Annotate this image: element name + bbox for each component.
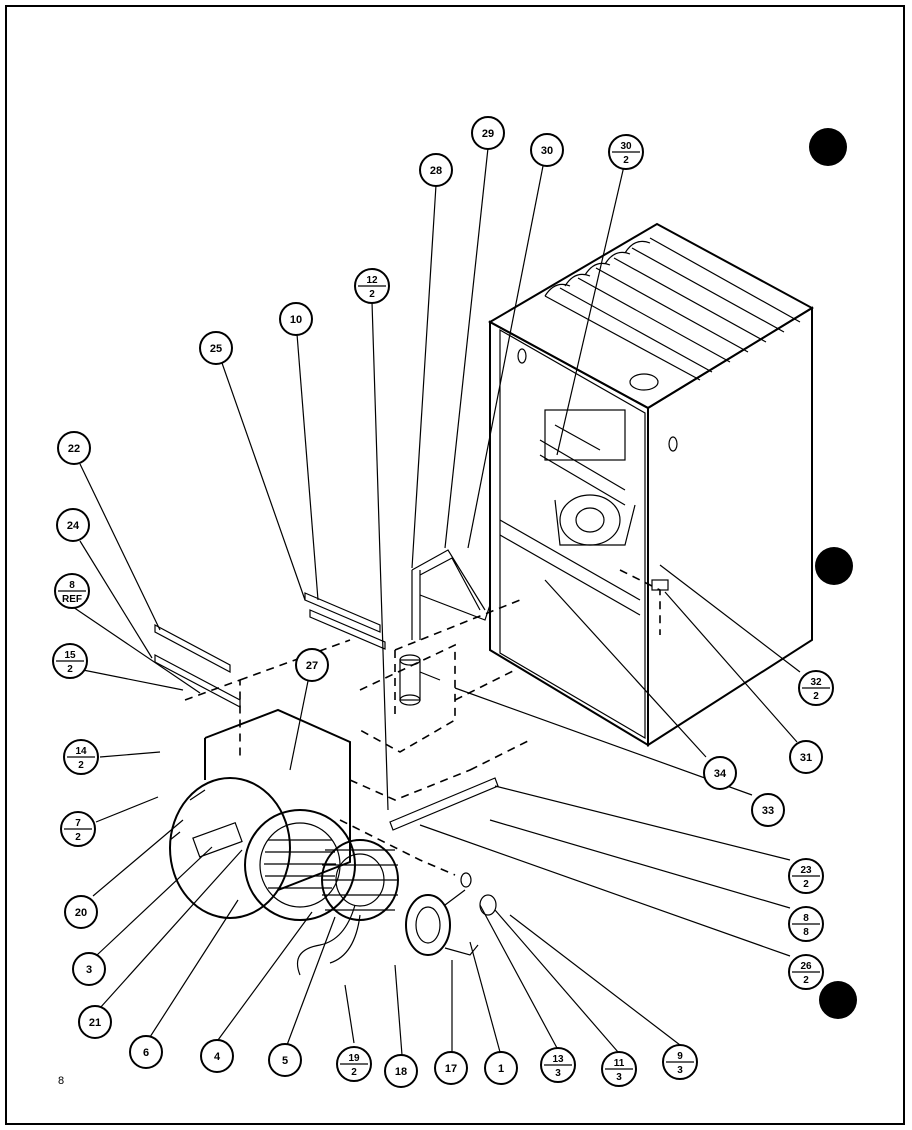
callout-8-8: 88 bbox=[788, 906, 824, 942]
dashed-outlines bbox=[184, 569, 661, 876]
callout-1: 1 bbox=[484, 1051, 518, 1085]
svg-text:9: 9 bbox=[677, 1051, 683, 1062]
callout-12-2: 122 bbox=[354, 268, 390, 304]
callout-28: 28 bbox=[419, 153, 453, 187]
svg-text:30: 30 bbox=[620, 141, 632, 152]
callout-21: 21 bbox=[78, 1005, 112, 1039]
svg-text:2: 2 bbox=[75, 832, 81, 843]
svg-text:8: 8 bbox=[803, 913, 809, 924]
callout-19-2: 192 bbox=[336, 1046, 372, 1082]
registration-dot bbox=[815, 547, 853, 585]
svg-text:3: 3 bbox=[86, 964, 92, 976]
svg-text:3: 3 bbox=[555, 1068, 561, 1079]
callout-3: 3 bbox=[72, 952, 106, 986]
callout-13-3: 133 bbox=[540, 1047, 576, 1083]
svg-text:1: 1 bbox=[498, 1063, 504, 1075]
svg-text:23: 23 bbox=[800, 865, 812, 876]
blower-housing bbox=[169, 708, 497, 976]
svg-text:2: 2 bbox=[813, 691, 819, 702]
callout-30-2: 302 bbox=[608, 134, 644, 170]
callout-31: 31 bbox=[789, 740, 823, 774]
callout-6: 6 bbox=[129, 1035, 163, 1069]
svg-text:10: 10 bbox=[290, 314, 302, 326]
callout-9-3: 93 bbox=[662, 1044, 698, 1080]
svg-text:34: 34 bbox=[714, 768, 727, 780]
svg-text:30: 30 bbox=[541, 145, 553, 157]
furnace-cabinet bbox=[487, 222, 815, 747]
svg-text:6: 6 bbox=[143, 1047, 149, 1059]
registration-dot bbox=[809, 128, 847, 166]
svg-text:2: 2 bbox=[78, 760, 84, 771]
page-number: 8 bbox=[58, 1075, 64, 1087]
svg-text:5: 5 bbox=[282, 1055, 288, 1067]
svg-text:18: 18 bbox=[395, 1066, 407, 1078]
callout-27: 27 bbox=[295, 648, 329, 682]
svg-text:25: 25 bbox=[210, 343, 222, 355]
callout-15-2: 152 bbox=[52, 643, 88, 679]
svg-text:2: 2 bbox=[803, 975, 809, 986]
callout-32-2: 322 bbox=[798, 670, 834, 706]
svg-text:3: 3 bbox=[616, 1072, 622, 1083]
svg-text:3: 3 bbox=[677, 1065, 683, 1076]
svg-text:11: 11 bbox=[614, 1058, 625, 1069]
callout-20: 20 bbox=[64, 895, 98, 929]
svg-text:24: 24 bbox=[67, 520, 80, 532]
callout-14-2: 142 bbox=[63, 739, 99, 775]
callout-25: 25 bbox=[199, 331, 233, 365]
callout-11-3: 113 bbox=[601, 1051, 637, 1087]
svg-text:20: 20 bbox=[75, 907, 87, 919]
callout-30: 30 bbox=[530, 133, 564, 167]
svg-text:26: 26 bbox=[800, 961, 812, 972]
leader-lines bbox=[72, 147, 801, 1056]
callout-33: 33 bbox=[751, 793, 785, 827]
svg-text:2: 2 bbox=[67, 664, 73, 675]
callout-34: 34 bbox=[703, 756, 737, 790]
callout-29: 29 bbox=[471, 116, 505, 150]
svg-text:27: 27 bbox=[306, 660, 318, 672]
callout-22: 22 bbox=[57, 431, 91, 465]
svg-text:17: 17 bbox=[445, 1063, 457, 1075]
svg-text:32: 32 bbox=[810, 677, 822, 688]
callout-17: 17 bbox=[434, 1051, 468, 1085]
svg-text:REF: REF bbox=[62, 594, 82, 605]
callout-5: 5 bbox=[268, 1043, 302, 1077]
callout-10: 10 bbox=[279, 302, 313, 336]
svg-text:15: 15 bbox=[64, 650, 76, 661]
brackets bbox=[154, 592, 499, 831]
callout-4: 4 bbox=[200, 1039, 234, 1073]
svg-text:29: 29 bbox=[482, 128, 494, 140]
callout-26-2: 262 bbox=[788, 954, 824, 990]
svg-text:8: 8 bbox=[69, 580, 75, 591]
svg-text:31: 31 bbox=[800, 752, 812, 764]
svg-text:21: 21 bbox=[89, 1017, 101, 1029]
gas-pipe bbox=[399, 549, 491, 706]
svg-text:13: 13 bbox=[552, 1054, 564, 1065]
svg-text:22: 22 bbox=[68, 443, 80, 455]
page-border bbox=[5, 5, 905, 1125]
svg-text:2: 2 bbox=[351, 1067, 357, 1078]
svg-text:2: 2 bbox=[803, 879, 809, 890]
svg-text:4: 4 bbox=[214, 1051, 221, 1063]
svg-text:2: 2 bbox=[623, 155, 629, 166]
svg-text:12: 12 bbox=[366, 275, 378, 286]
callout-7-2: 72 bbox=[60, 811, 96, 847]
svg-text:28: 28 bbox=[430, 165, 442, 177]
svg-text:8: 8 bbox=[803, 927, 809, 938]
svg-text:33: 33 bbox=[762, 805, 774, 817]
svg-text:14: 14 bbox=[75, 746, 87, 757]
svg-text:7: 7 bbox=[75, 818, 81, 829]
callout-23-2: 232 bbox=[788, 858, 824, 894]
callout-18: 18 bbox=[384, 1054, 418, 1088]
registration-dot bbox=[819, 981, 857, 1019]
svg-text:19: 19 bbox=[348, 1053, 360, 1064]
callout-24: 24 bbox=[56, 508, 90, 542]
svg-text:2: 2 bbox=[369, 289, 375, 300]
